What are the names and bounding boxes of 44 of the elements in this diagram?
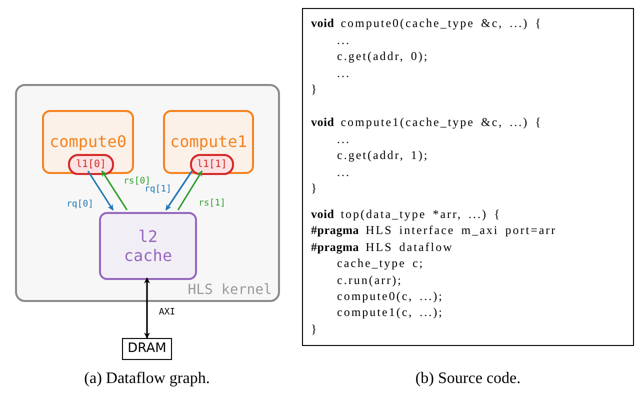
node-label: l1[0] <box>76 158 106 170</box>
process-box <box>42 110 134 174</box>
edge-label: rq[1] <box>143 186 173 194</box>
code-line: ... <box>337 66 350 78</box>
arrow <box>165 170 193 210</box>
node-label: compute0 <box>49 132 127 152</box>
arrow <box>87 170 114 210</box>
code-line: ... <box>337 34 350 46</box>
node-label: DRAM <box>128 341 166 357</box>
arrow <box>101 170 128 210</box>
caption: (b) Source code. <box>415 370 521 388</box>
process-box <box>163 110 254 174</box>
arrow <box>177 170 203 210</box>
cache-pill <box>68 154 114 175</box>
node-label: l1[1] <box>196 158 228 170</box>
node-label: HLS kernel <box>188 282 272 299</box>
code-line: } <box>311 182 318 194</box>
code-line: void compute0(cache_type &c, ...) { <box>311 17 542 29</box>
code-line: c.get(addr, 0); <box>337 50 429 62</box>
edge-label: AXI <box>158 308 176 318</box>
cache-box <box>99 212 197 280</box>
code-line: c.get(addr, 1); <box>337 149 429 161</box>
code-line: #pragma HLS interface m_axi port=arr <box>311 224 557 236</box>
memory-box <box>122 338 172 360</box>
arrow <box>144 277 150 339</box>
caption: (a) Dataflow graph. <box>84 370 210 388</box>
code-line: #pragma HLS dataflow <box>311 240 454 253</box>
code-line: void compute1(cache_type &c, ...) { <box>311 116 542 128</box>
code-line: void top(data_type *arr, ...) { <box>311 208 502 220</box>
code-line: ... <box>337 132 350 144</box>
code-line: cache_type c; <box>337 257 424 270</box>
edge-label: rs[0] <box>122 178 152 186</box>
kernel-container <box>15 84 280 302</box>
edge-label: rs[1] <box>197 200 227 208</box>
code-line: compute1(c, ...); <box>337 306 444 318</box>
edge-label: rq[0] <box>65 200 95 210</box>
code-line: ... <box>337 166 350 178</box>
code-line: compute0(c, ...); <box>337 290 444 302</box>
cache-pill <box>190 154 234 175</box>
code-line: } <box>311 322 318 335</box>
code-line: c.run(arr); <box>337 274 402 286</box>
node-label: compute1 <box>170 132 248 152</box>
node-label: l2 cache <box>122 226 174 266</box>
code-line: } <box>311 83 318 95</box>
